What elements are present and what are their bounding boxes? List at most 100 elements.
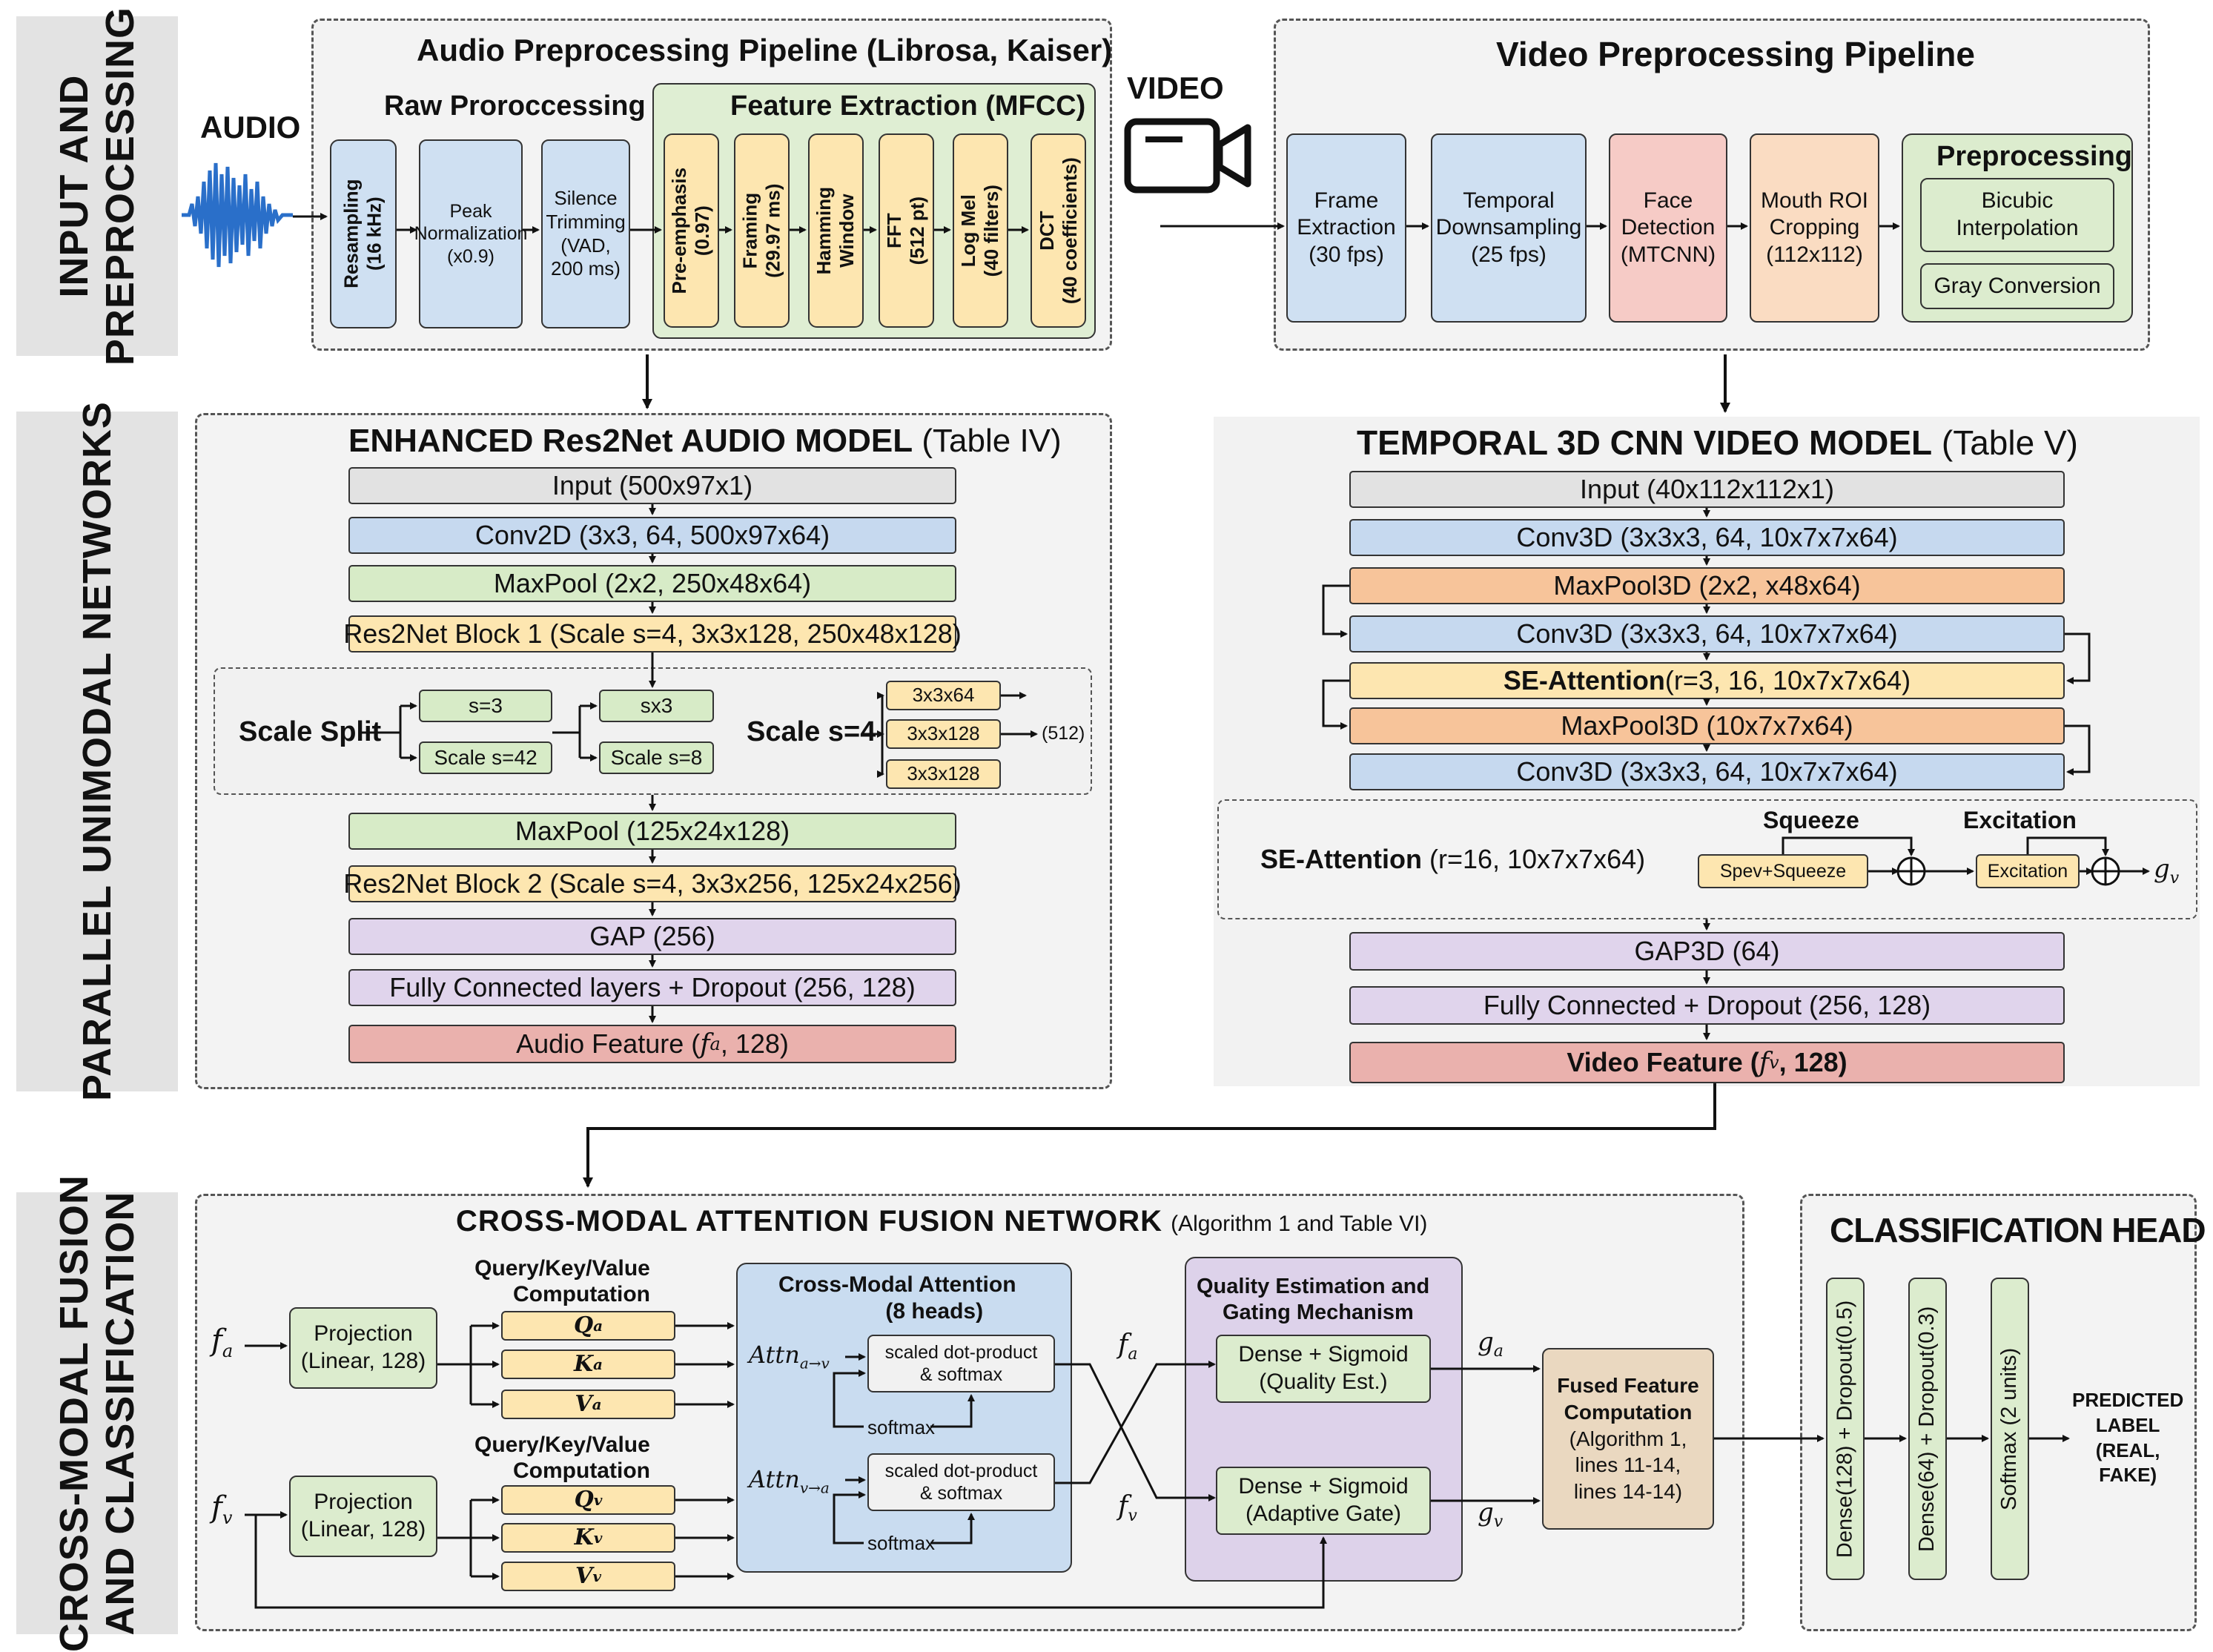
sdp-v-line1: scaled dot-product (884, 1460, 1038, 1481)
video-se-attention-layer: SE-Attention (r=3, 16, 10x7x7x64) (1349, 662, 2065, 699)
projection-box-a: Projection(Linear, 128) (289, 1307, 437, 1389)
framing-box: Framing(29.97 ms) (734, 133, 790, 328)
frame-ext-line2: Extraction (1297, 215, 1396, 240)
section-band-parallel: PARALLEL UNIMODAL NETWORKS (16, 402, 178, 1101)
dense64-dropout-box: Dense(64) + Dropout(0.3) (1908, 1278, 1947, 1580)
section-label-fusion-line1: CROSS-MODAL FUSION (51, 1174, 96, 1652)
attn-a-label-sub: a→v (799, 1354, 830, 1372)
fusion-input-fv: fv (211, 1490, 233, 1528)
gv-sub: v (1493, 1512, 1504, 1531)
dct-box: DCT(40 coefficients) (1031, 133, 1086, 328)
mouth-line3: (112x112) (1766, 242, 1863, 267)
se-output-sub: v (2169, 868, 2180, 888)
video-fc-dropout-layer: Fully Connected + Dropout (256, 128) (1349, 986, 2065, 1025)
mouth-line1: Mouth ROI (1760, 188, 1869, 213)
dense128-label: Dense(128) + Dropout(0.5) (1833, 1300, 1857, 1558)
dense64-label: Dense(64) + Dropout(0.3) (1915, 1306, 1939, 1552)
framing-line1: Framing (738, 192, 761, 269)
log-mel-line1: Log Mel (957, 194, 980, 268)
fft-line2: (512 pt) (906, 196, 929, 265)
conv-3x3x128-box-1: 3x3x128 (886, 719, 1001, 749)
ga-symbol: g (1478, 1327, 1494, 1357)
projection-v-line1: Projection (314, 1490, 413, 1515)
fusion-input-fa-sub: a (222, 1341, 234, 1361)
dense-sigmoid-quality-box: Dense + Sigmoid(Quality Est.) (1216, 1335, 1431, 1403)
video-maxpool3d-layer-1: MaxPool3D (2x2, x48x64) (1349, 567, 2065, 604)
fusion-title: CROSS-MODAL ATTENTION FUSION NETWORK (Al… (456, 1205, 1427, 1238)
cross-attention-title: Cross-Modal Attention(8 heads) (778, 1272, 1016, 1325)
scale-split-label: Scale Split (239, 716, 382, 747)
output-line1: PREDICTED (2072, 1389, 2184, 1411)
peak-line2: Normalization (414, 223, 528, 245)
audio-fc-dropout-layer: Fully Connected layers + Dropout (256, 1… (348, 969, 956, 1006)
audio-feature-sub: a (709, 1034, 721, 1054)
sdp-a-line1: scaled dot-product (884, 1341, 1038, 1363)
audio-input-layer: Input (500x97x1) (348, 467, 956, 504)
fused-line4: lines 11-14, (1575, 1453, 1681, 1477)
res2net-block-1-layer: Res2Net Block 1 (Scale s=4, 3x3x128, 250… (343, 615, 962, 652)
query-a-sub: a (593, 1316, 603, 1335)
gv-label: gv (1478, 1498, 1503, 1531)
audio-feature-prefix: Audio Feature ( (516, 1028, 701, 1059)
video-model-title-ref: (Table V) (1941, 423, 2078, 462)
dense128-dropout-box: Dense(128) + Dropout(0.5) (1826, 1278, 1865, 1580)
bicubic-line2: Interpolation (1956, 216, 2079, 240)
face-line2: Detection (1621, 215, 1716, 240)
mouth-line2: Cropping (1769, 215, 1860, 240)
conv-3x3x64-box: 3x3x64 (886, 681, 1001, 710)
scale-s4-label: Scale s=4 (747, 716, 876, 747)
fused-line1: Fused Feature (1557, 1373, 1699, 1397)
video-conv3d-layer-3: Conv3D (3x3x3, 64, 10x7x7x64) (1349, 753, 2065, 790)
video-feature-suffix: , 128) (1779, 1047, 1848, 1077)
log-mel-line2: (40 filters) (980, 184, 1003, 277)
video-input-layer: Input (40x112x112x1) (1349, 471, 2065, 508)
hamming-line1: Hamming (813, 186, 836, 275)
quality-box1-line1: Dense + Sigmoid (1238, 1342, 1409, 1367)
peak-line3: (x0.9) (447, 245, 494, 267)
dense-sigmoid-gate-box: Dense + Sigmoid(Adaptive Gate) (1216, 1467, 1431, 1535)
se-output-symbol: g (2154, 854, 2170, 884)
video-conv3d-layer-2: Conv3D (3x3x3, 64, 10x7x7x64) (1349, 615, 2065, 652)
attn-v-to-a-label: Attnv→a (749, 1465, 830, 1496)
cross-fa-sub: a (1128, 1345, 1138, 1364)
conv-3x3x128-box-2: 3x3x128 (886, 759, 1001, 789)
video-conv3d-layer-1: Conv3D (3x3x3, 64, 10x7x7x64) (1349, 519, 2065, 556)
audio-label: AUDIO (200, 110, 301, 145)
section-label-input-line2: PREPROCESSING (98, 6, 143, 366)
cross-attention-title-line1: Cross-Modal Attention (778, 1272, 1016, 1297)
section-label-input-line1: INPUT AND (51, 74, 96, 298)
scale-box-sx3: sx3 (599, 690, 714, 722)
softmax-label-a: softmax (867, 1416, 936, 1438)
audio-gap-layer: GAP (256) (348, 918, 956, 955)
fused-line2: Computation (1564, 1400, 1693, 1424)
gv-symbol: g (1478, 1498, 1494, 1527)
frame-ext-line3: (30 fps) (1309, 242, 1384, 267)
projection-v-line2: (Linear, 128) (300, 1517, 426, 1542)
temporal-line3: (25 fps) (1471, 242, 1547, 267)
pre-emphasis-box: Pre-emphasis(0.97) (664, 133, 719, 328)
key-a-sub: a (593, 1355, 603, 1373)
video-gap3d-layer: GAP3D (64) (1349, 932, 2065, 971)
frame-ext-line1: Frame (1314, 188, 1379, 213)
scale-box-s8: Scale s=8 (599, 741, 714, 774)
video-pipeline-title: Video Preprocessing Pipeline (1496, 35, 1975, 73)
qkv-a-title-line2: Computation (513, 1281, 650, 1306)
raw-processing-title: Raw Proroccessing (384, 90, 646, 122)
hamming-line2: Window (836, 194, 859, 268)
gray-line1: Gray Conversion (1934, 273, 2101, 298)
audio-model-title: ENHANCED Res2Net AUDIO MODEL (Table IV) (348, 423, 1062, 460)
audio-model-title-text: ENHANCED Res2Net AUDIO MODEL (348, 423, 913, 459)
audio-feature-suffix: , 128) (720, 1028, 789, 1059)
fused-line5: lines 14-14) (1573, 1480, 1683, 1504)
se-block-params: (r=16, 10x7x7x64) (1421, 844, 1646, 874)
quality-title-line1: Quality Estimation and (1197, 1275, 1430, 1298)
